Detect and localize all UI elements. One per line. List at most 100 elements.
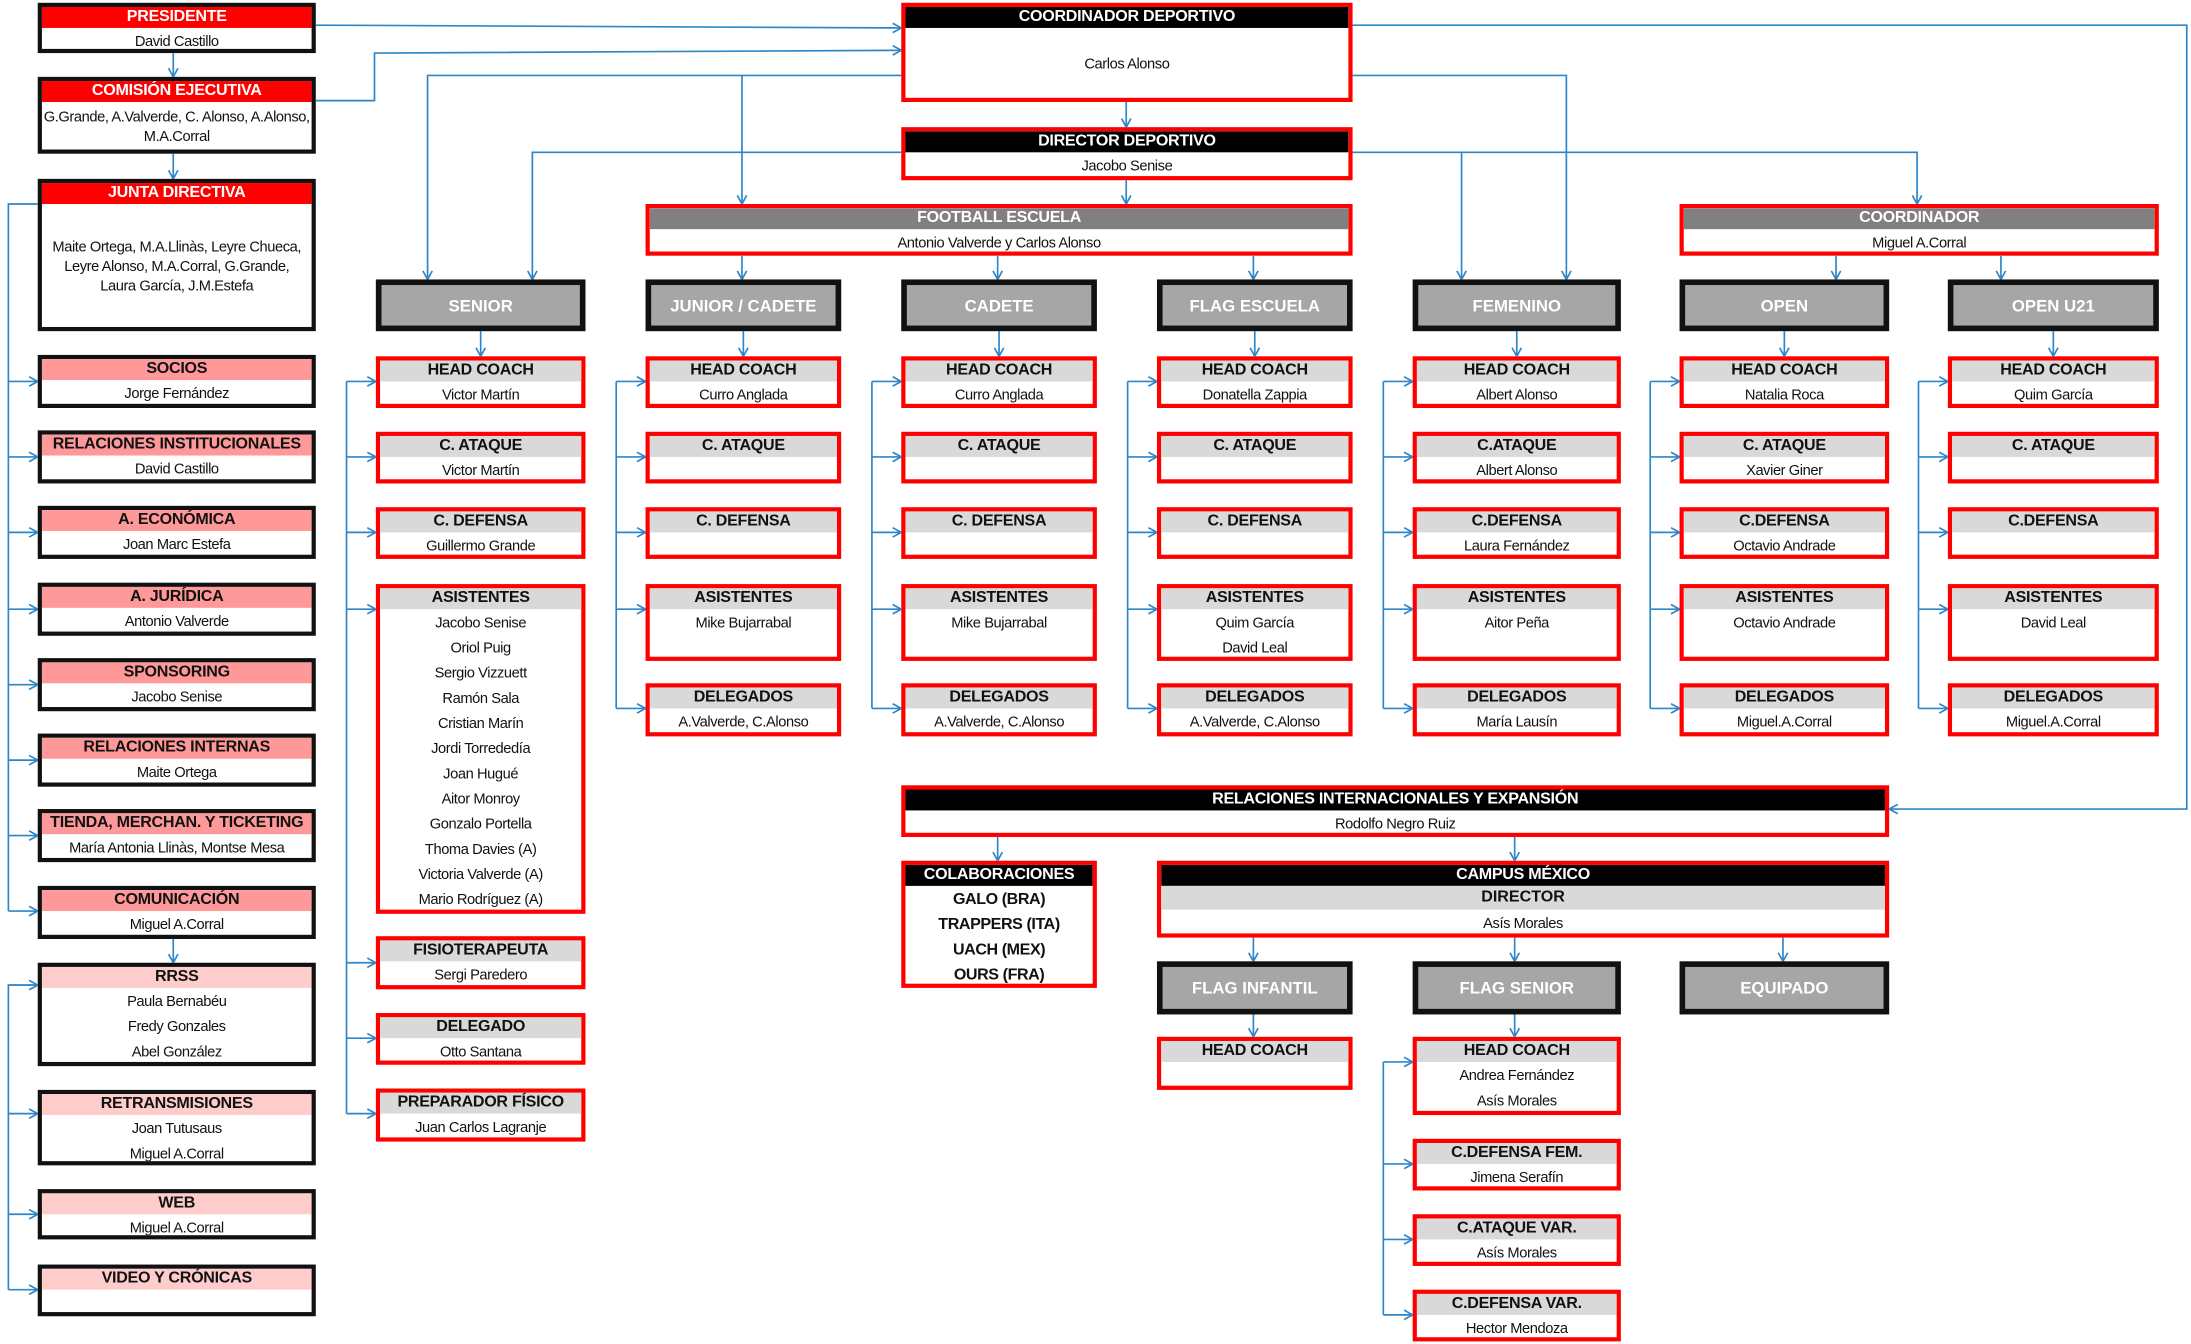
box-line: Curro Anglada	[954, 387, 1044, 404]
box-line: Asís Morales	[1476, 1244, 1557, 1262]
box-senior: SENIOR	[375, 279, 586, 332]
box-cad-at: C. ATAQUE	[901, 431, 1097, 484]
arrow-head-icon	[28, 830, 40, 842]
box-line: OURS (FRA)	[953, 966, 1045, 984]
box-line: Miguel.A.Corral	[1736, 714, 1832, 731]
box-line: A.Valverde, C.Alonso	[934, 714, 1065, 731]
box-title: ASISTENTES	[649, 588, 837, 610]
box-fs-atv: C.ATAQUE VAR. Asís Morales	[1412, 1214, 1621, 1266]
box-line: Joan Hugué	[443, 765, 519, 783]
box-line: Albert Alonso	[1476, 387, 1558, 404]
box-title: ASISTENTES	[380, 588, 582, 610]
box-line: M.A.Corral	[143, 127, 210, 145]
box-line: Sergio Vizzuett	[434, 665, 528, 682]
box-title: ASISTENTES	[905, 588, 1093, 610]
box-title: COMUNICACIÓN	[41, 890, 312, 912]
arrow-head-icon	[167, 67, 179, 79]
box-inf-hc: HEAD COACH	[1156, 1036, 1353, 1090]
box-title: C. DEFENSA	[649, 511, 837, 533]
box-title: DELEGADOS	[1161, 687, 1349, 709]
box-fla-at: C. ATAQUE	[1156, 431, 1353, 484]
arrow-head-icon	[28, 1284, 40, 1296]
box-title: CADETE	[964, 295, 1034, 316]
box-line: Andrea Fernández	[1459, 1067, 1575, 1085]
box-jun-as: ASISTENTES Mike Bujarrabal	[645, 584, 842, 661]
arrow-head-icon	[28, 905, 40, 917]
box-line: Jacobo Senise	[131, 688, 223, 706]
box-fla-df: C. DEFENSA	[1156, 507, 1353, 559]
box-title: ASISTENTES	[1683, 588, 1885, 610]
box-title: TIENDA, MERCHAN. Y TICKETING	[41, 813, 312, 835]
connector-line	[315, 24, 902, 29]
box-line: Thoma Davies (A)	[424, 841, 537, 858]
box-line: G.Grande, A.Valverde, C. Alonso, A.Alons…	[43, 108, 310, 126]
box-subtitle: DIRECTOR	[1161, 885, 1885, 910]
box-title: A. JURÍDICA	[41, 586, 312, 608]
box-fem-at: C.ATAQUE Albert Alonso	[1412, 431, 1621, 484]
box-flag-inf: FLAG INFANTIL	[1156, 961, 1353, 1015]
box-title: DELEGADO	[380, 1017, 582, 1039]
box-line: Gonzalo Portella	[429, 816, 532, 833]
arrow-head-icon	[28, 754, 40, 766]
box-title: COORDINADOR	[1683, 208, 2155, 230]
box-title: SPONSORING	[41, 662, 312, 684]
box-line: Miguel.A.Corral	[2005, 714, 2101, 731]
connector-line	[426, 74, 902, 280]
arrow-head-icon	[28, 376, 40, 387]
box-title: C.DEFENSA	[1683, 511, 1885, 533]
arrow-head-icon	[992, 851, 1004, 863]
box-flag-sen: FLAG SENIOR	[1412, 961, 1621, 1015]
box-line: Natalia Roca	[1744, 387, 1824, 404]
box-title: C.DEFENSA	[1416, 511, 1617, 533]
box-junior: JUNIOR / CADETE	[645, 279, 842, 332]
box-title: HEAD COACH	[1161, 360, 1349, 382]
box-title: FISIOTERAPEUTA	[380, 940, 582, 962]
box-title: C.ATAQUE	[1416, 435, 1617, 457]
box-title: PREPARADOR FÍSICO	[380, 1092, 582, 1114]
box-line: Mike Bujarrabal	[695, 614, 792, 632]
box-line: Quim García	[2014, 387, 2093, 404]
box-title: C.DEFENSA VAR.	[1416, 1293, 1617, 1315]
box-title: C.ATAQUE VAR.	[1416, 1218, 1617, 1240]
box-title: ASISTENTES	[1952, 588, 2155, 610]
box-video: VIDEO Y CRÓNICAS	[37, 1264, 316, 1317]
box-line: Albert Alonso	[1476, 462, 1558, 480]
box-title: A. ECONÓMICA	[41, 510, 312, 531]
box-line: Jimena Serafín	[1470, 1169, 1564, 1187]
arrow-head-icon	[1247, 1027, 1259, 1039]
box-title: EQUIPADO	[1740, 978, 1829, 998]
connector-line	[315, 49, 902, 102]
connector-line	[1352, 151, 1918, 205]
box-line: Rodolfo Negro Ruiz	[1334, 816, 1456, 833]
box-line: Maite Ortega, M.A.Llinàs, Leyre Chueca,	[52, 238, 302, 256]
box-line: Oriol Puig	[450, 639, 512, 657]
box-title: FLAG INFANTIL	[1191, 978, 1318, 998]
box-title: SENIOR	[448, 295, 513, 316]
box-title: HEAD COACH	[905, 360, 1093, 382]
